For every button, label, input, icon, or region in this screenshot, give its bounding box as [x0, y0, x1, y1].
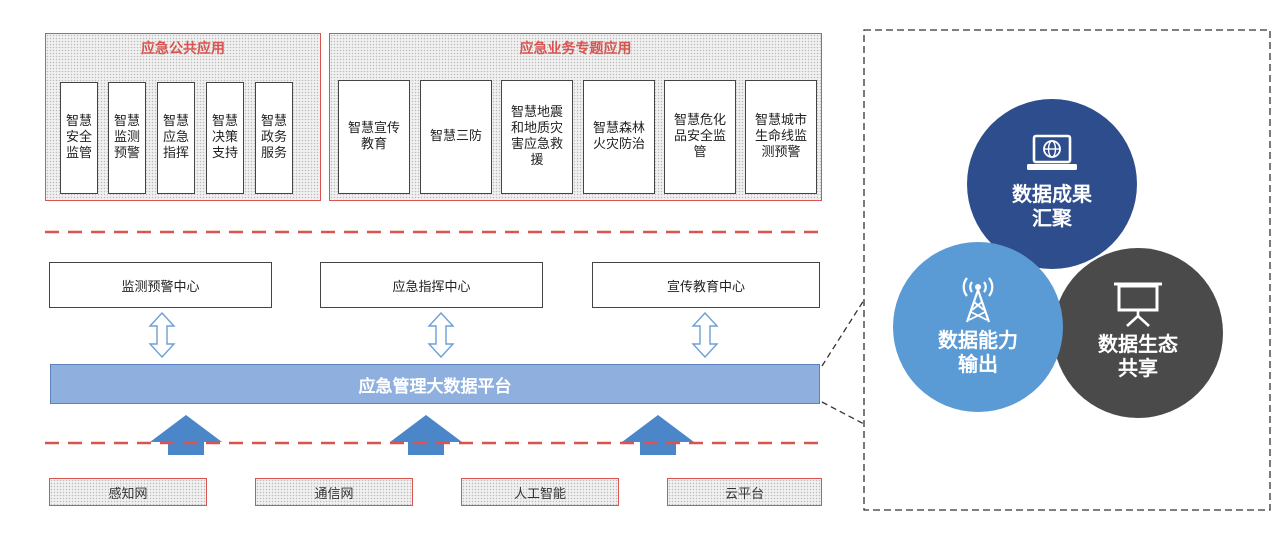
big-data-platform-bar: 应急管理大数据平台	[50, 364, 820, 404]
circle-top-line2: 汇聚	[1032, 206, 1072, 230]
lower-dashed-divider	[45, 441, 821, 445]
upward-arrow-3	[622, 415, 694, 455]
upward-arrow-1	[150, 415, 222, 455]
center-publicity-education: 宣传教育中心	[592, 262, 820, 308]
circle-data-capability-output: 数据能力输出	[893, 242, 1063, 412]
foundation-sensing-network: 感知网	[49, 478, 207, 506]
business-apps-title: 应急业务专题应用	[519, 41, 632, 57]
upward-arrow-2	[390, 415, 462, 455]
public-app-government-services: 智慧政务服务	[255, 82, 293, 194]
public-apps-group: 应急公共应用 智慧安全监管 智慧监测预警 智慧应急指挥 智慧决策支持 智慧政务服…	[45, 33, 321, 201]
circle-data-results-aggregation: 数据成果汇聚	[967, 99, 1137, 269]
business-app-earthquake-geohazard: 智慧地震和地质灾害应急救援	[501, 80, 573, 194]
public-app-emergency-command: 智慧应急指挥	[157, 82, 195, 194]
circle-data-ecosystem-sharing: 数据生态共享	[1053, 248, 1223, 418]
circle-left-line2: 输出	[958, 352, 998, 376]
business-app-three-defenses: 智慧三防	[420, 80, 492, 194]
public-apps-title: 应急公共应用	[141, 41, 225, 57]
foundation-cloud-platform: 云平台	[667, 478, 822, 506]
signal-tower-icon	[962, 277, 994, 323]
foundation-artificial-intelligence: 人工智能	[461, 478, 619, 506]
business-app-city-lifeline: 智慧城市生命线监测预警	[745, 80, 817, 194]
circle-top-line1: 数据成果	[1012, 182, 1092, 206]
circle-right-line1: 数据生态	[1098, 332, 1178, 356]
bidirectional-arrow-1	[148, 312, 176, 358]
public-app-decision-support: 智慧决策支持	[206, 82, 244, 194]
public-app-safety-supervision: 智慧安全监管	[60, 82, 98, 194]
business-app-forest-fire: 智慧森林火灾防治	[583, 80, 655, 194]
business-app-publicity-education: 智慧宣传教育	[338, 80, 410, 194]
bidirectional-arrow-2	[427, 312, 455, 358]
circle-left-line1: 数据能力	[938, 328, 1018, 352]
center-emergency-command: 应急指挥中心	[320, 262, 543, 308]
center-monitoring-warning: 监测预警中心	[49, 262, 272, 308]
presentation-board-icon	[1114, 282, 1162, 327]
business-app-hazardous-chemicals: 智慧危化品安全监管	[664, 80, 736, 194]
bidirectional-arrow-3	[691, 312, 719, 358]
foundation-communication-network: 通信网	[255, 478, 413, 506]
circle-right-line2: 共享	[1118, 356, 1158, 380]
public-app-monitoring-warning: 智慧监测预警	[108, 82, 146, 194]
laptop-globe-icon	[1027, 134, 1077, 170]
business-apps-group: 应急业务专题应用 智慧宣传教育 智慧三防 智慧地震和地质灾害应急救援 智慧森林火…	[329, 33, 822, 201]
upper-dashed-divider	[45, 230, 821, 234]
